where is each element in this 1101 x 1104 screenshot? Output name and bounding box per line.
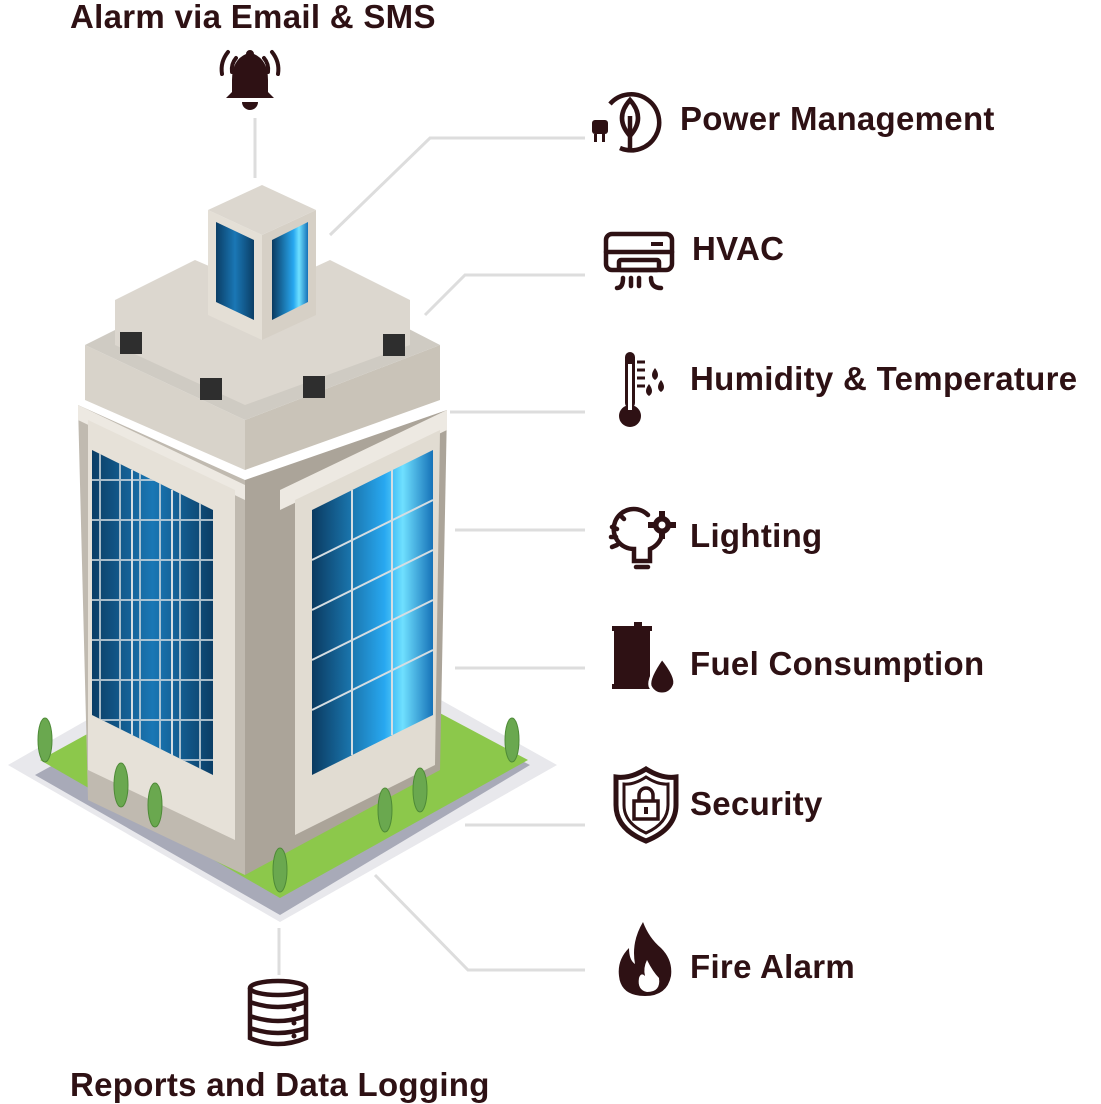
thermometer-icon	[619, 352, 664, 427]
shield-lock-icon	[613, 766, 679, 844]
fuel-drum-icon	[612, 622, 677, 696]
feature-label-humidity: Humidity & Temperature	[690, 360, 1078, 397]
leader-lines	[253, 118, 585, 975]
feature-label-security: Security	[690, 785, 823, 822]
feature-label-fuel: Fuel Consumption	[690, 645, 985, 682]
bulb-gear-icon	[608, 506, 676, 570]
bell-icon	[219, 50, 281, 110]
leaf-plug-icon	[592, 92, 662, 153]
alarm-title: Alarm via Email & SMS	[70, 0, 436, 35]
flame-icon	[618, 922, 672, 996]
air-conditioner-icon	[603, 231, 675, 291]
reports-title: Reports and Data Logging	[70, 1066, 490, 1103]
feature-label-power: Power Management	[680, 100, 995, 137]
feature-label-lighting: Lighting	[690, 517, 823, 554]
feature-label-fire: Fire Alarm	[690, 948, 856, 985]
database-icon	[247, 978, 309, 1047]
feature-label-hvac: HVAC	[692, 230, 785, 267]
trees	[37, 717, 520, 893]
building-body	[78, 405, 447, 875]
penthouse	[208, 185, 316, 340]
